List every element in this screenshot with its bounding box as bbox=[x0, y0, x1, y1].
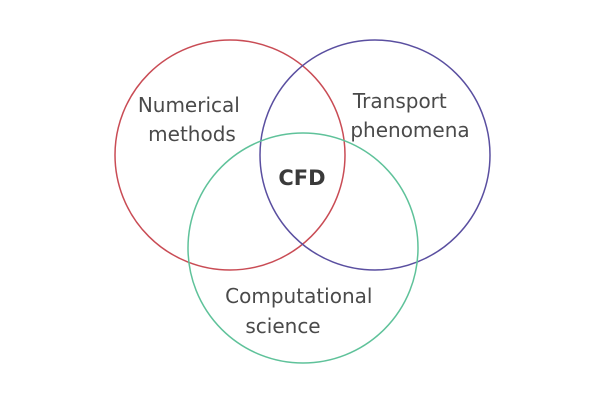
circle-computational-science bbox=[187, 132, 419, 364]
label-numerical-line-2: methods bbox=[148, 122, 236, 146]
circle-numerical-methods bbox=[114, 39, 346, 271]
label-computational-science: Computational science bbox=[225, 284, 379, 338]
label-numerical-methods: Numerical methods bbox=[138, 93, 246, 146]
label-transport-line-2: phenomena bbox=[350, 118, 469, 142]
label-transport-line-1: Transport bbox=[352, 89, 447, 113]
label-computational-line-2: science bbox=[245, 314, 320, 338]
label-computational-line-1: Computational bbox=[225, 284, 372, 308]
label-numerical-line-1: Numerical bbox=[138, 93, 240, 117]
intersection-label-cfd: CFD bbox=[278, 166, 325, 190]
label-transport-phenomena: Transport phenomena bbox=[350, 89, 469, 142]
circle-transport-phenomena bbox=[259, 39, 491, 271]
